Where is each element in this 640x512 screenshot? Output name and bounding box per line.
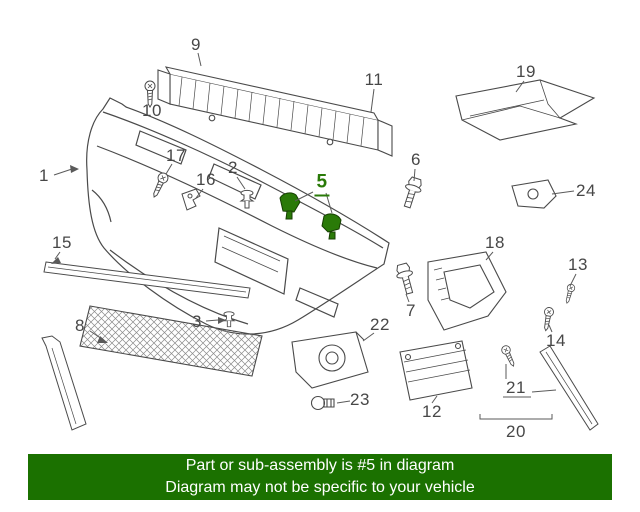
bracket-16-drawing xyxy=(181,188,201,211)
callout-part-19: 19 xyxy=(516,62,536,81)
screw-14-drawing xyxy=(540,306,555,332)
callout-part-11: 11 xyxy=(364,70,384,89)
callout-part-3: 3 xyxy=(192,312,202,331)
callout-part-16: 16 xyxy=(196,170,216,189)
screw-20-drawing xyxy=(499,343,518,369)
callout-part-1: 1 xyxy=(39,166,49,185)
banner-line1: Part or sub-assembly is #5 in diagram xyxy=(185,457,455,474)
bolt-6-drawing xyxy=(399,175,425,210)
bracket-24-drawing xyxy=(511,179,557,209)
trim-strip-15-drawing xyxy=(43,261,251,299)
callout-part-18: 18 xyxy=(485,233,505,252)
rivet-13-drawing xyxy=(562,283,576,305)
callout-part-21: 21 xyxy=(506,378,526,397)
bolt-7-drawing xyxy=(393,261,418,296)
callout-part-7: 7 xyxy=(406,301,416,320)
callout-part-10: 10 xyxy=(142,101,162,120)
callout-part-14: 14 xyxy=(546,331,566,350)
callout-part-24: 24 xyxy=(576,181,596,200)
callout-part-6: 6 xyxy=(411,150,421,169)
callout-part-17: 17 xyxy=(166,146,186,165)
side-strip-drawing xyxy=(41,335,87,431)
highlight-banner: Part or sub-assembly is #5 in diagram Di… xyxy=(28,454,612,500)
reinforcement-bar-drawing xyxy=(157,66,393,157)
trim-strip-21-drawing xyxy=(539,345,599,431)
lower-grille-mesh-drawing xyxy=(79,305,263,377)
callout-part-15: 15 xyxy=(52,233,72,252)
splash-shield-drawing xyxy=(455,79,596,141)
callout-part-5-highlighted: 5 xyxy=(314,172,330,197)
callout-part-13: 13 xyxy=(568,255,588,274)
fog-lamp-drawing xyxy=(291,331,369,389)
license-bracket-drawing xyxy=(399,340,473,401)
callout-part-20: 20 xyxy=(506,422,526,441)
leader-lines xyxy=(51,52,577,420)
banner-line2: Diagram may not be specific to your vehi… xyxy=(165,479,475,496)
callout-part-2: 2 xyxy=(228,158,238,177)
callout-part-8: 8 xyxy=(75,316,85,335)
callout-part-12: 12 xyxy=(422,402,442,421)
callout-part-23: 23 xyxy=(350,390,370,409)
fog-bezel-drawing xyxy=(427,251,507,331)
exploded-parts-diagram xyxy=(41,52,599,431)
highlighted-part-5-drawing xyxy=(279,192,342,240)
callout-part-9: 9 xyxy=(191,35,201,54)
callout-part-22: 22 xyxy=(370,315,390,334)
bulb-23-drawing xyxy=(310,395,335,411)
